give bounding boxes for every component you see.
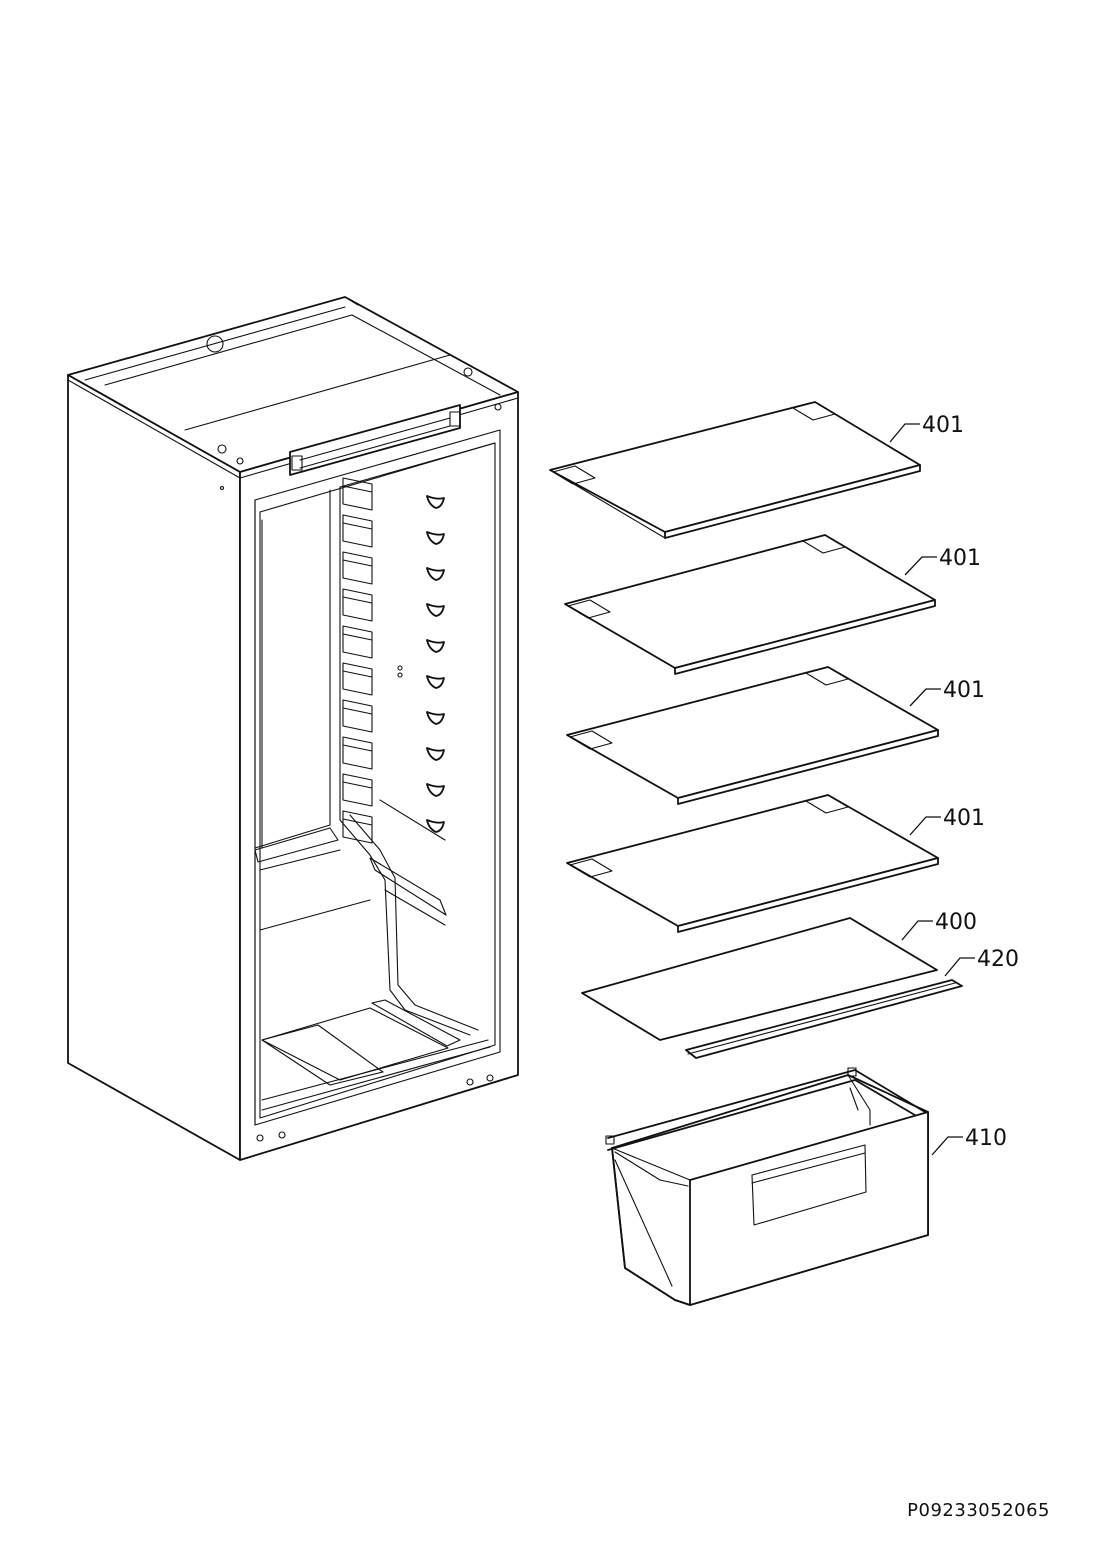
shelf-support-right xyxy=(426,567,445,581)
document-code: P09233052065 xyxy=(907,1500,1050,1521)
label-401-b: 401 xyxy=(939,546,981,571)
label-420: 420 xyxy=(977,947,1019,972)
shelf-support-left xyxy=(342,810,373,844)
label-401-c: 401 xyxy=(943,678,985,703)
callout-labels: 401 401 401 401 400 420 410 xyxy=(889,413,1019,1156)
glass-shelf-401-a[interactable] xyxy=(549,401,921,539)
shelf-support-left xyxy=(342,514,373,548)
shelf-trim-420[interactable] xyxy=(685,979,963,1059)
shelf-support-right xyxy=(426,711,445,725)
glass-shelf-401-c[interactable] xyxy=(566,666,939,805)
shelf-support-right xyxy=(426,783,445,797)
shelf-support-left xyxy=(342,699,373,733)
glass-shelves xyxy=(549,401,963,1059)
label-401-d: 401 xyxy=(943,806,985,831)
shelf-support-right xyxy=(426,639,445,653)
label-401-a: 401 xyxy=(922,413,964,438)
shelf-support-left xyxy=(342,551,373,585)
shelf-support-right xyxy=(426,495,445,509)
shelf-support-right xyxy=(426,675,445,689)
refrigerator-cabinet xyxy=(67,296,519,1161)
shelf-support-right xyxy=(426,531,445,545)
crisper-drawer-410[interactable] xyxy=(605,1067,929,1306)
shelf-support-right xyxy=(426,603,445,617)
glass-shelf-400[interactable] xyxy=(581,917,938,1041)
shelf-support-left xyxy=(342,736,373,770)
shelf-support-left xyxy=(342,625,373,659)
shelf-support-right xyxy=(426,747,445,761)
shelf-support-column xyxy=(342,477,445,844)
label-400: 400 xyxy=(935,910,977,935)
glass-shelf-401-d[interactable] xyxy=(566,794,939,933)
shelf-support-left xyxy=(342,773,373,807)
glass-shelf-401-b[interactable] xyxy=(564,534,936,675)
label-410: 410 xyxy=(965,1126,1007,1151)
shelf-support-left xyxy=(342,477,373,511)
shelf-support-left xyxy=(342,662,373,696)
shelf-support-left xyxy=(342,588,373,622)
shelf-support-right xyxy=(426,819,445,833)
